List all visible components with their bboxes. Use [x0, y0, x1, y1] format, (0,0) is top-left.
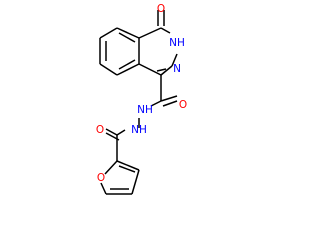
bond: [160, 95, 178, 102]
hydrazide-chain: [105, 75, 178, 161]
pyridazinone-ring: [138, 27, 178, 76]
bond: [116, 129, 126, 136]
hydrazide-nh-1-label: NH: [137, 104, 153, 116]
bond: [160, 27, 171, 34]
bond: [171, 53, 178, 67]
bond: [118, 165, 136, 173]
bond: [131, 169, 140, 195]
bond: [138, 63, 162, 76]
bond: [118, 32, 136, 43]
bond: [138, 27, 162, 39]
amide-oxygen-1-label: O: [179, 99, 187, 111]
ketone-oxygen-label: O: [157, 3, 165, 15]
bond: [116, 63, 140, 76]
bond: [99, 63, 118, 76]
bond: [162, 100, 178, 107]
molecule-canvas: O NH N O NH NH O O: [95, 3, 188, 195]
amide-oxygen-2-label: O: [96, 124, 104, 136]
bond: [99, 27, 118, 39]
furan-oxygen-label: O: [97, 172, 105, 184]
molecule-structure: O NH N O NH NH O O: [96, 3, 187, 195]
bond: [116, 27, 140, 39]
bond: [118, 59, 136, 70]
bond: [160, 65, 173, 76]
bond: [105, 128, 118, 136]
bond: [156, 68, 167, 72]
bond: [116, 160, 140, 171]
benzene-ring: [99, 27, 140, 76]
bond: [150, 100, 162, 107]
hydrazide-nh-2-label: NH: [131, 124, 147, 136]
furan-ring: [100, 160, 140, 195]
ring-nh-label: NH: [169, 37, 185, 49]
bond: [100, 182, 107, 195]
ring-n-label: N: [173, 63, 181, 75]
ketone-group: [157, 10, 165, 26]
bond: [104, 160, 118, 175]
